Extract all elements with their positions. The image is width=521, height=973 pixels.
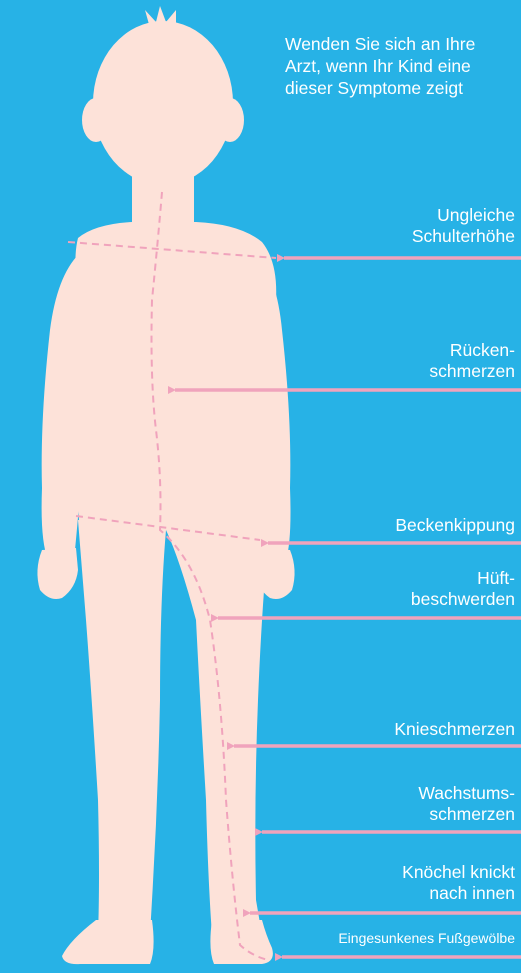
label-line: nach innen [402, 883, 515, 904]
left-ear [82, 98, 110, 142]
label-hip-problems: Hüft- beschwerden [411, 568, 515, 610]
left-leg [78, 520, 166, 935]
intro-line: dieser Symptome zeigt [285, 77, 521, 99]
label-growing-pains: Wachstums- schmerzen [418, 783, 515, 825]
intro-line: Wenden Sie sich an Ihre [285, 33, 521, 55]
label-pelvic-tilt: Beckenkippung [395, 515, 515, 536]
label-line: Knieschmerzen [394, 719, 515, 740]
left-hand [37, 548, 78, 599]
label-flat-arch: Eingesunkenes Fußgewölbe [338, 928, 515, 949]
label-line: Ungleiche [412, 205, 515, 226]
right-leg [166, 520, 270, 935]
label-line: Rücken- [429, 340, 515, 361]
child-silhouette [37, 6, 294, 964]
label-back-pain: Rücken- schmerzen [429, 340, 515, 382]
label-line: Eingesunkenes Fußgewölbe [338, 928, 515, 949]
intro-text: Wenden Sie sich an Ihre Arzt, wenn Ihr K… [285, 33, 521, 99]
label-line: schmerzen [429, 361, 515, 382]
label-line: beschwerden [411, 589, 515, 610]
label-ankle-rolls-in: Knöchel knickt nach innen [402, 862, 515, 904]
right-foot [210, 920, 272, 964]
label-line: Beckenkippung [395, 515, 515, 536]
label-knee-pain: Knieschmerzen [394, 719, 515, 740]
label-line: schmerzen [418, 804, 515, 825]
label-line: Wachstums- [418, 783, 515, 804]
label-line: Knöchel knickt [402, 862, 515, 883]
right-ear [216, 98, 244, 142]
head [93, 21, 233, 185]
label-line: Hüft- [411, 568, 515, 589]
left-foot [62, 920, 154, 964]
label-line: Schulterhöhe [412, 226, 515, 247]
label-uneven-shoulder: Ungleiche Schulterhöhe [412, 205, 515, 247]
intro-line: Arzt, wenn Ihr Kind eine [285, 55, 521, 77]
